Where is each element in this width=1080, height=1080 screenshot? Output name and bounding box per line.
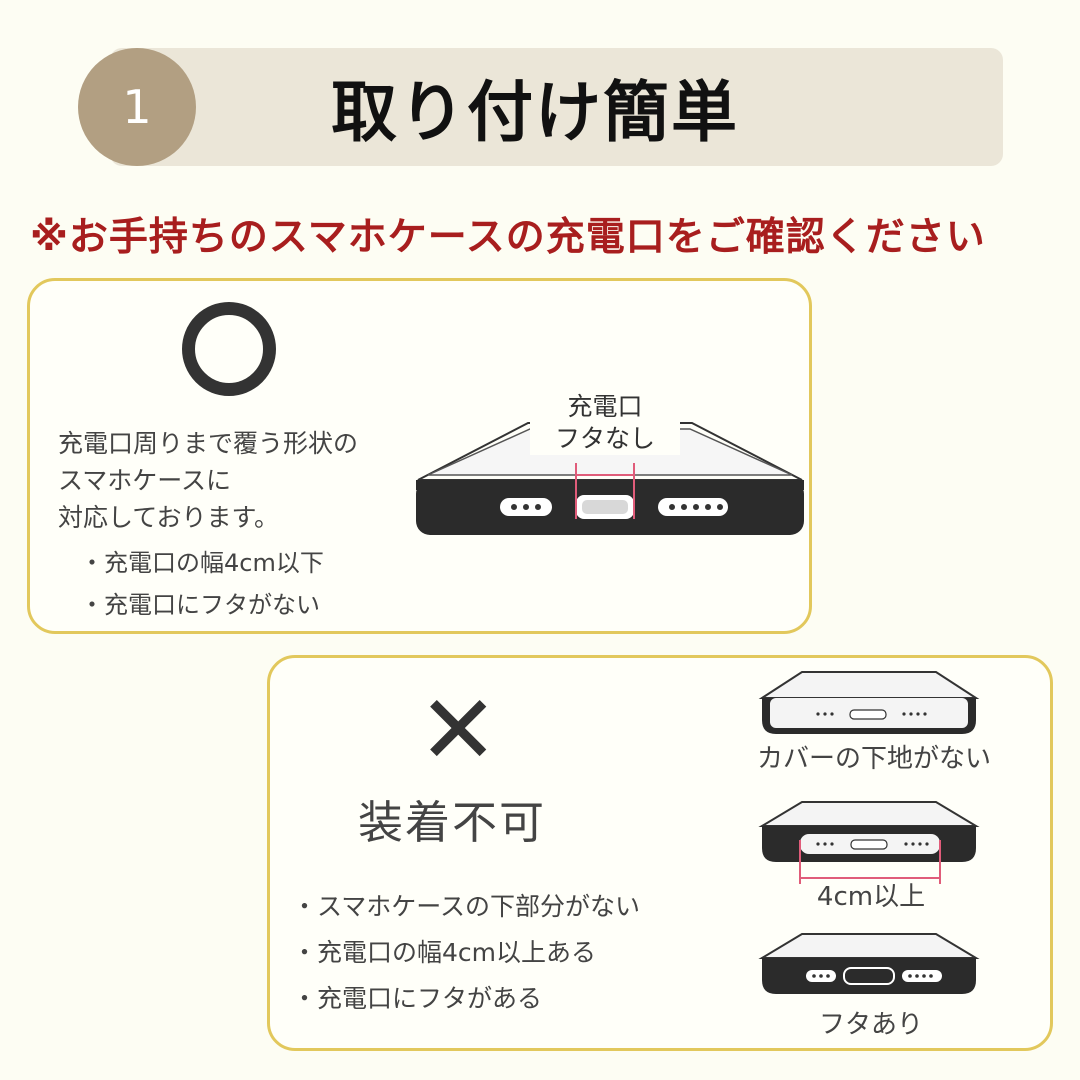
condition-item: ・充電口の幅4cm以下 [80,549,324,577]
condition-item: ・充電口の幅4cm以上ある [292,938,597,967]
condition-item: ・充電口にフタがある [292,984,543,1013]
port-cover-case-illustration [758,933,980,994]
example-label: フタあり [818,1010,923,1040]
notice-text: ※お手持ちのスマホケースの充電口をご確認ください [30,215,986,260]
cross-ng-icon: ✕ [418,674,499,786]
wide-port-case-illustration [758,801,980,884]
description-line: 対応しております。 [58,503,280,532]
condition-item: ・スマホケースの下部分がない [292,892,641,921]
incompatible-title: 装着不可 [358,796,547,849]
incompatible-conditions: ・スマホケースの下部分がない ・充電口の幅4cm以上ある ・充電口にフタがある [292,884,640,1022]
header-bar [110,48,1003,166]
circle-ok-icon [182,302,276,396]
example-label: 4cm以上 [816,882,926,912]
port-label: 充電口 フタなし [530,391,680,455]
compatible-description: 充電口周りまで覆う形状の スマホケースに 対応しております。 [58,425,358,536]
example-label: カバーの下地がない [756,744,991,774]
compatible-conditions: ・充電口の幅4cm以下 ・充電口にフタがない [80,542,324,626]
step-number-badge: 1 [78,48,196,166]
description-line: スマホケースに [58,466,232,495]
condition-item: ・充電口にフタがない [80,591,320,619]
page-title: 取り付け簡単 [331,74,739,151]
no-bottom-case-illustration [758,671,980,734]
description-line: 充電口周りまで覆う形状の [58,429,359,458]
